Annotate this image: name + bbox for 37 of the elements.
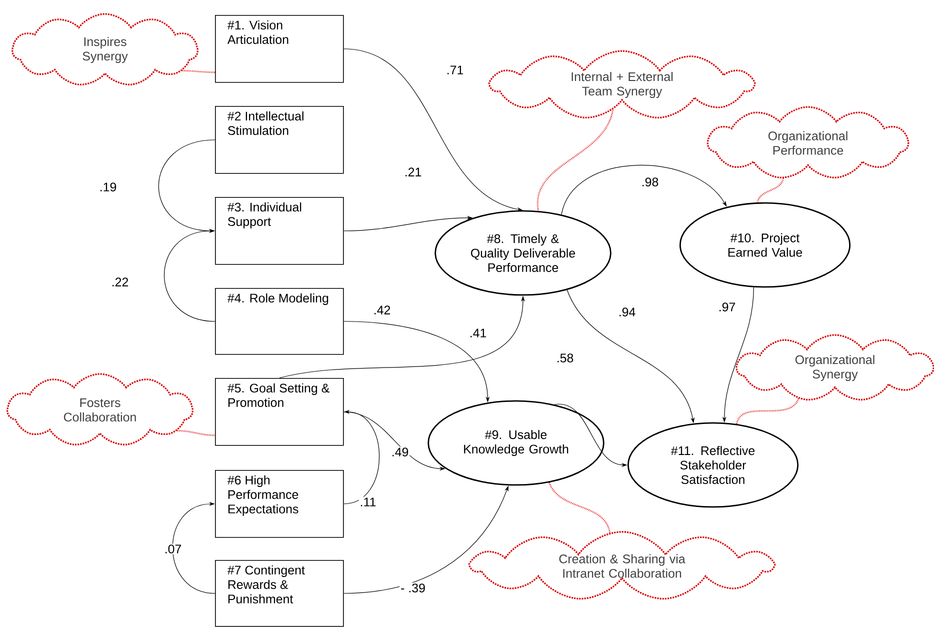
path-arrow [164,228,216,322]
factor-box: #1. Vision Articulation [215,14,344,83]
edge-label: .07 [163,544,183,554]
edge-label: .21 [403,166,423,178]
edge-label: .49 [390,446,410,458]
edge-label: .58 [555,352,575,364]
edge-label: .22 [110,276,130,288]
factor-box: #4. Role Modeling [215,288,344,355]
edge-label: .11 [358,496,378,508]
factor-box: #7 Contingent Rewards & Punishment [215,560,344,627]
thought-cloud: Organizational Synergy [736,334,934,400]
path-arrow [158,140,216,233]
edge-label: .19 [98,182,118,192]
thought-trail [736,398,800,424]
thought-cloud: Organizational Performance [706,106,910,178]
thought-trail [177,430,216,436]
thought-cloud: Creation & Sharing via Intranet Collaboration [468,531,776,600]
thought-trail [537,110,614,211]
factor-box: #6 High Performance Expectations [215,470,344,538]
thought-cloud: Fosters Collaboration [6,373,194,446]
edge-label: .42 [372,304,392,316]
edge-label: - .39 [400,582,426,594]
edge-label: .97 [717,302,737,312]
factor-box: #2 Intellectual Stimulation [215,106,344,174]
path-arrow [172,502,216,594]
path-arrow [561,165,727,215]
thought-trail [548,482,611,533]
thought-trail [756,178,784,203]
thought-cloud: Inspires Synergy [12,13,198,86]
edge-label: .41 [468,328,488,338]
factor-box: #5. Goal Setting & Promotion [215,378,344,446]
edge-label: .94 [617,306,637,318]
edge-label: .98 [640,176,660,188]
edge-label: .71 [445,64,465,76]
factor-box: #3. Individual Support [215,196,344,265]
thought-cloud: Internal + External Team Synergy [488,50,756,118]
thought-trail [182,70,216,74]
